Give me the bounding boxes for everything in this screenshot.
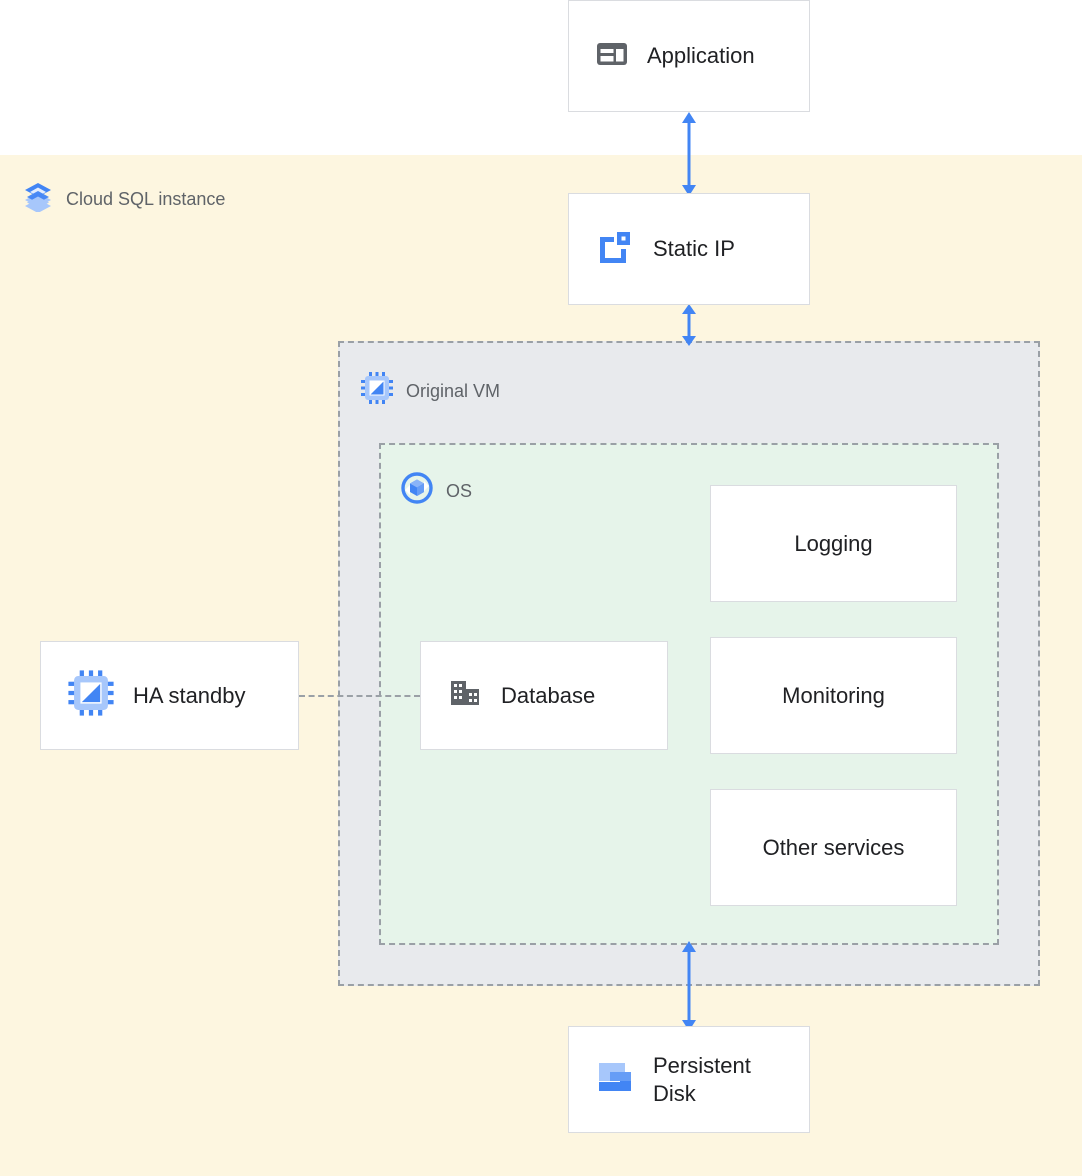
node-persistent-disk[interactable]: Persistent Disk bbox=[568, 1026, 810, 1133]
connector-application-to-static-ip bbox=[682, 112, 696, 196]
node-static-ip[interactable]: Static IP bbox=[568, 193, 810, 305]
region-label-text: Original VM bbox=[406, 380, 501, 401]
region-label-text: Cloud SQL instance bbox=[66, 188, 226, 209]
node-label: Logging bbox=[794, 530, 873, 556]
vm-chip-icon bbox=[67, 669, 115, 722]
region-label-os: OS bbox=[400, 471, 472, 510]
region-label-original-vm: Original VM bbox=[360, 371, 500, 410]
application-window-icon bbox=[595, 37, 629, 76]
cloud-sql-icon bbox=[22, 180, 54, 217]
os-icon bbox=[400, 471, 434, 510]
connector-ha-standby-to-database bbox=[299, 695, 420, 697]
node-other-services[interactable]: Other services bbox=[710, 789, 957, 906]
vm-chip-icon bbox=[360, 371, 394, 410]
node-label: Persistent Disk bbox=[653, 1053, 751, 1106]
connector-static-ip-to-original-vm bbox=[682, 304, 696, 346]
static-ip-icon bbox=[595, 227, 635, 272]
node-label: HA standby bbox=[133, 682, 246, 708]
region-label-cloud-sql-instance: Cloud SQL instance bbox=[22, 180, 225, 217]
connector-os-to-persistent-disk bbox=[682, 941, 696, 1031]
node-label: Other services bbox=[762, 834, 905, 860]
node-database[interactable]: Database bbox=[420, 641, 668, 750]
node-monitoring[interactable]: Monitoring bbox=[710, 637, 957, 754]
node-label: Static IP bbox=[653, 236, 735, 262]
node-application[interactable]: Application bbox=[568, 0, 810, 112]
node-label: Monitoring bbox=[782, 682, 885, 708]
node-label: Application bbox=[647, 43, 755, 69]
database-building-icon bbox=[447, 675, 483, 716]
node-ha-standby[interactable]: HA standby bbox=[40, 641, 299, 750]
region-label-text: OS bbox=[446, 480, 473, 501]
node-label: Database bbox=[501, 682, 596, 708]
persistent-disk-icon bbox=[595, 1057, 635, 1102]
node-logging[interactable]: Logging bbox=[710, 485, 957, 602]
